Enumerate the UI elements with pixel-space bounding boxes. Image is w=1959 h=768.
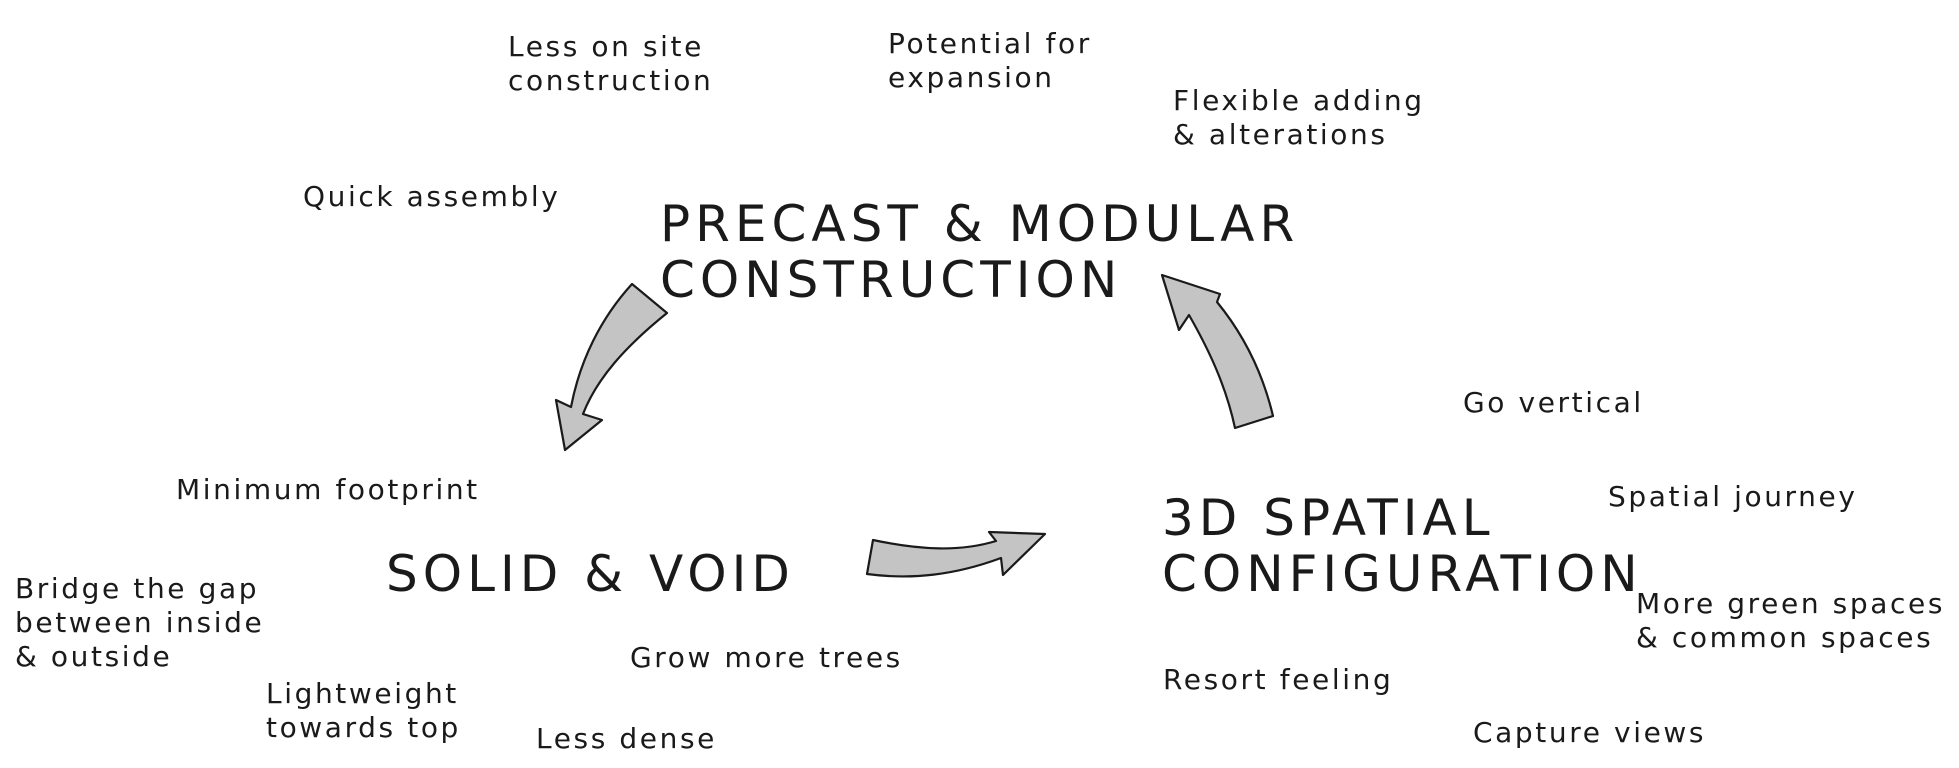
note-quick-assembly: Quick assembly [303,180,561,213]
note-grow-trees: Grow more trees [630,641,903,674]
note-less-on-site: Less on site construction [508,30,714,97]
heading-precast-modular: PRECAST & MODULAR CONSTRUCTION [660,195,1300,309]
note-lightweight: Lightweight towards top [266,677,461,744]
note-green-spaces: More green spaces & common spaces [1636,587,1946,654]
note-bridge-gap: Bridge the gap between inside & outside [15,572,265,673]
note-capture-views: Capture views [1473,716,1707,749]
note-potential-expansion: Potential for expansion [888,27,1092,94]
note-minimum-footprint: Minimum footprint [176,473,480,506]
arrow-precast-to-solid-void [554,282,669,452]
note-resort-feeling: Resort feeling [1163,663,1394,696]
heading-solid-void: SOLID & VOID [386,545,795,603]
arrow-solid-void-to-spatial [865,530,1047,578]
heading-3d-spatial: 3D SPATIAL CONFIGURATION [1162,489,1643,603]
note-spatial-journey: Spatial journey [1608,480,1858,513]
note-go-vertical: Go vertical [1463,386,1644,419]
note-less-dense: Less dense [536,722,717,755]
note-flexible-adding: Flexible adding & alterations [1173,84,1425,151]
